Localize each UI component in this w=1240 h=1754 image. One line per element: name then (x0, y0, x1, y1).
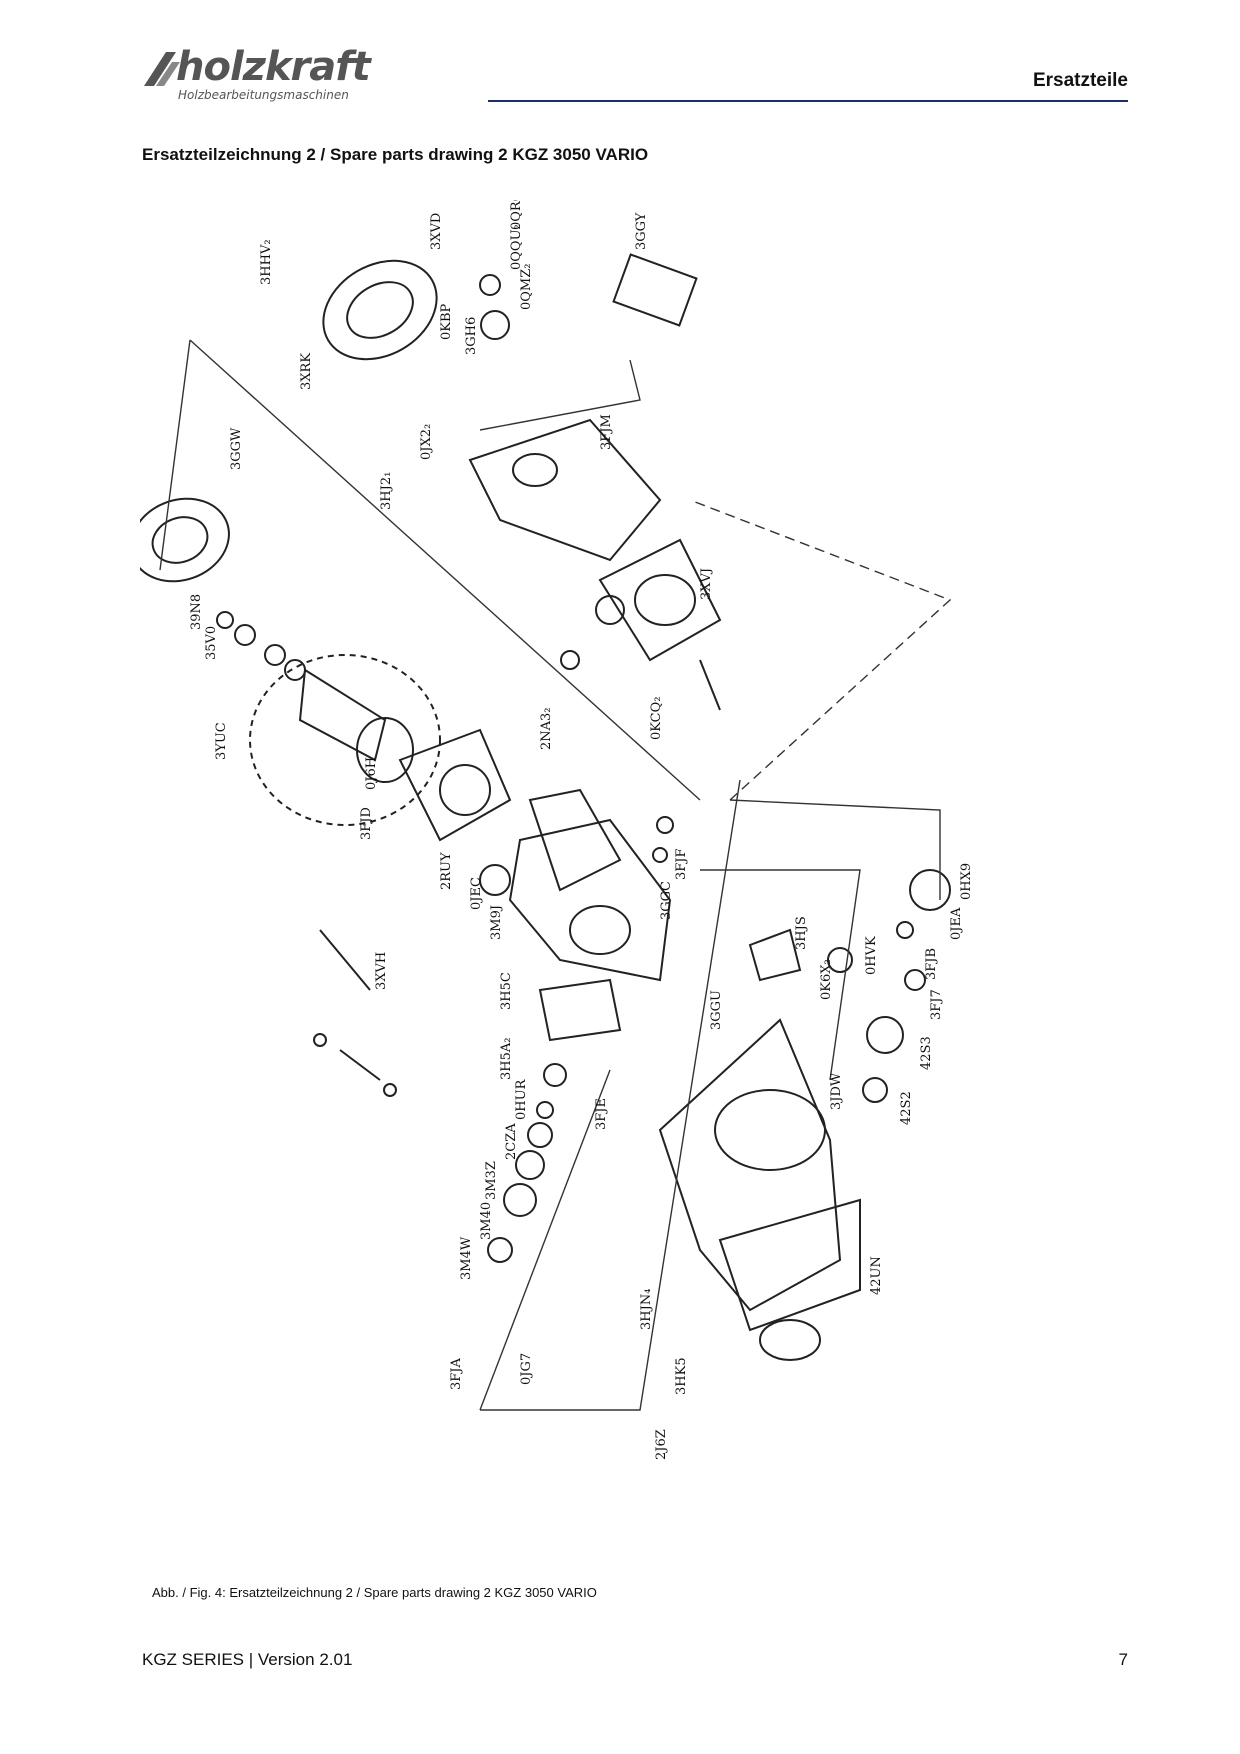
part-label: 42UN (869, 1256, 884, 1295)
part-label: 3XVJ (699, 568, 714, 600)
brand-logo: holzkraft Holzbearbeitungsmaschinen (142, 44, 422, 104)
part-label: 3JDW (829, 1072, 844, 1110)
gear-housing (508, 818, 672, 982)
part-label: 3YUC (214, 722, 229, 760)
brand-mark-icon (144, 52, 180, 86)
part-label: 3XRK (299, 353, 314, 390)
part-label: 0JEC (469, 877, 484, 910)
part-label: 3HJ2₁ (379, 472, 394, 510)
part-label: 3M40 (479, 1202, 494, 1240)
part-label: 0QMZ₂ (519, 264, 534, 310)
page-header: holzkraft Holzbearbeitungsmaschinen Ersa… (0, 0, 1240, 120)
armature-outline (249, 654, 441, 826)
stator (598, 538, 722, 662)
part-label: 3M9J (489, 905, 504, 940)
gasket (538, 978, 622, 1042)
part-label: 39N8 (189, 594, 204, 630)
part-label: 3GGU (709, 990, 724, 1030)
part-label: 2J6Z (654, 1429, 669, 1460)
part-label: 3XVD (429, 213, 444, 250)
footer-series: KGZ SERIES | Version 2.01 (142, 1650, 353, 1669)
motor-housing (468, 418, 662, 562)
part-label: 0HUR (514, 1078, 529, 1120)
part-label: 2CZA (504, 1123, 519, 1160)
part-label: 2RUY (439, 852, 454, 890)
part-label: 3HK5 (674, 1357, 689, 1395)
part-label: 3H5A₂ (499, 1038, 514, 1080)
armature (298, 668, 387, 762)
part-label: 3HJS (794, 916, 809, 950)
part-label: 0HVK (864, 936, 879, 975)
part-label: 42S3 (919, 1036, 934, 1070)
section-title: Ersatzteile (1032, 70, 1128, 91)
part-label: 3FJM (599, 414, 614, 450)
part-label: 0JEA (949, 907, 964, 940)
part-label: 0KCQ₂ (649, 697, 664, 740)
header-divider (488, 100, 1128, 102)
part-label: 0JX2₂ (419, 424, 434, 460)
brand-subtitle: Holzbearbeitungsmaschinen (178, 88, 349, 102)
part-label: 0QQU₂ (509, 224, 524, 270)
part-label: 3M4W (459, 1236, 474, 1280)
part-label: 3HHV₂ (259, 239, 274, 285)
fan-plate (398, 728, 512, 842)
part-label: 3GH6 (464, 317, 479, 355)
part-label: 3GGW (229, 427, 244, 470)
handle-bracket (528, 788, 622, 892)
brush-cap (479, 274, 501, 296)
footer-page-number: 7 (1118, 1650, 1128, 1669)
part-label: 3FJE (594, 1098, 609, 1130)
blade-guard (658, 1018, 842, 1312)
part-label: 3GGY (634, 212, 649, 250)
guard-plate (748, 928, 802, 982)
brand-name: holzkraft (176, 44, 371, 90)
part-label: 0J6H (364, 757, 379, 790)
figure-caption: Abb. / Fig. 4: Ersatzteilzeichnung 2 / S… (152, 1585, 597, 1600)
part-label: 0QRQ₂ (509, 200, 524, 230)
part-label: 42S2 (899, 1091, 914, 1125)
motor-end-cap (322, 259, 438, 361)
brush-cover-plate (612, 253, 698, 327)
part-label: 3FJD (359, 807, 374, 840)
part-label: 0KBP (439, 303, 454, 340)
part-label: 3H5C (499, 972, 514, 1010)
part-label: 3M3Z (484, 1161, 499, 1200)
part-label: 35V0 (204, 626, 219, 660)
part-label: 3FJ7 (929, 989, 944, 1020)
motor-mount (718, 1198, 861, 1332)
part-label: 3FJA (449, 1357, 464, 1390)
page-title: Ersatzteilzeichnung 2 / Spare parts draw… (142, 145, 649, 164)
part-label: 3FJB (924, 948, 939, 980)
part-label: 0HX9 (959, 863, 974, 900)
part-label: 0JG7 (519, 1353, 534, 1385)
part-label: 3FJF (674, 848, 689, 880)
part-label: 3GGC (659, 881, 674, 920)
part-label: 3XVH (374, 952, 389, 990)
part-label: 2NA3₂ (539, 707, 554, 750)
part-label: 3HJN₄ (639, 1289, 654, 1330)
fan-cover (140, 497, 230, 583)
part-label: 0K6X₂ (819, 959, 834, 1000)
